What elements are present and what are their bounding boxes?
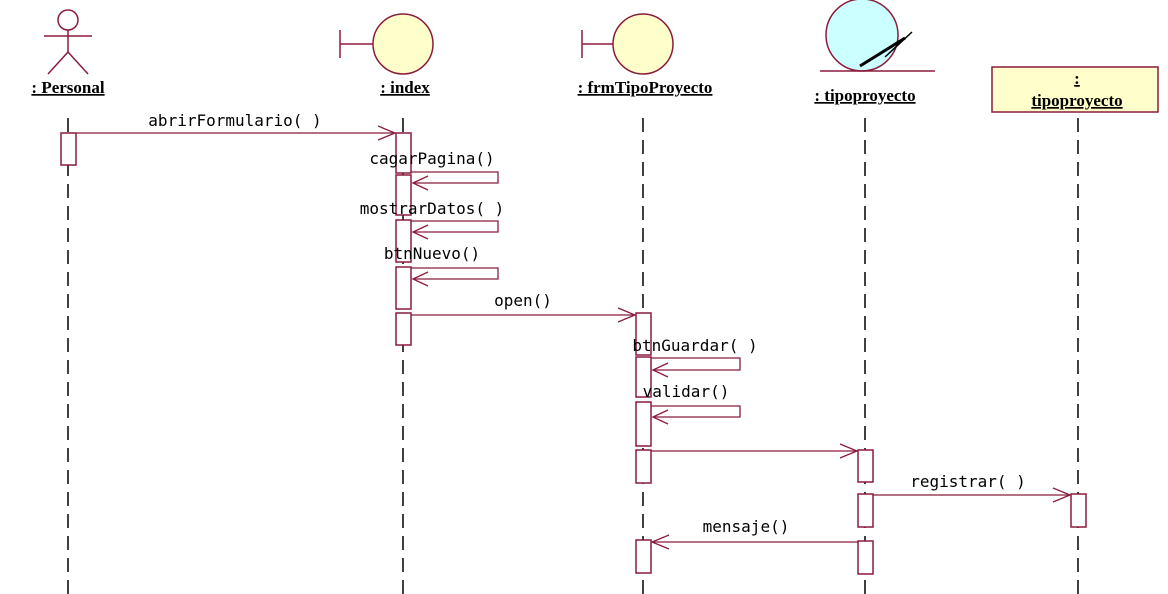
activation-index-3 [395,219,412,263]
activation-frm-5 [635,539,652,574]
participant-index-label: : index [380,78,430,97]
message-m3-label: mostrarDatos( ) [360,199,505,218]
message-m5-arrowhead [617,307,637,323]
activation-index-1 [395,132,412,174]
message-m8-arrowhead [839,443,859,459]
message-m10-arrowhead [650,534,670,550]
message-m1-label: abrirFormulario( ) [148,111,321,130]
message-m6-label: btnGuardar( ) [632,336,757,355]
object-box-colon: : [1074,69,1080,88]
message-m7-arrowhead [651,409,669,425]
message-m5-label: open() [494,291,552,310]
message-m1-arrowhead [377,125,397,141]
activation-frm-2 [635,356,652,398]
activation-frm-1 [635,312,652,356]
message-m2-label: cagarPagina() [369,149,494,168]
message-m6-arrowhead [651,362,669,378]
message-m2-arrowhead [411,175,429,191]
participant-tipoproyecto-label: : tipoproyecto [814,86,915,105]
activation-index-2 [395,174,412,216]
activation-tipoproyecto-entity-2 [857,493,874,528]
boundary-frm-icon [581,13,674,75]
message-m7-label: validar() [643,382,730,401]
activation-tipoproyecto-entity-1 [857,449,874,483]
message-m9-label: registrar( ) [910,472,1026,491]
activation-index-4 [395,266,412,310]
object-box-label: tipoproyecto [1031,91,1122,110]
message-m6-line [651,357,741,371]
message-m4-arrowhead [411,271,429,287]
message-m3-line [411,220,499,233]
activation-tipoproyecto-class [1070,493,1087,528]
messages [76,125,1072,550]
message-m4-line [411,267,499,280]
entity-tipoproyecto-icon [820,0,935,72]
actor-personal-icon [44,9,92,75]
activation-index-5 [395,312,412,346]
activation-tipoproyecto-entity-3 [857,540,874,575]
activation-personal [60,132,77,166]
message-m2-line [411,171,499,184]
message-m4-label: btnNuevo() [384,244,480,263]
message-m7-line [651,405,741,418]
activation-frm-3 [635,401,652,447]
lifelines [67,118,1079,594]
participant-personal-label: : Personal [31,78,104,97]
activations [60,132,1087,575]
message-m9-arrowhead [1052,487,1072,503]
boundary-index-icon [339,13,434,75]
activation-frm-4 [635,449,652,484]
object-box-tipoproyecto [991,66,1159,113]
participant-frm-label: : frmTipoProyecto [578,78,713,97]
message-m10-label: mensaje() [703,517,790,536]
message-m3-arrowhead [411,224,429,240]
